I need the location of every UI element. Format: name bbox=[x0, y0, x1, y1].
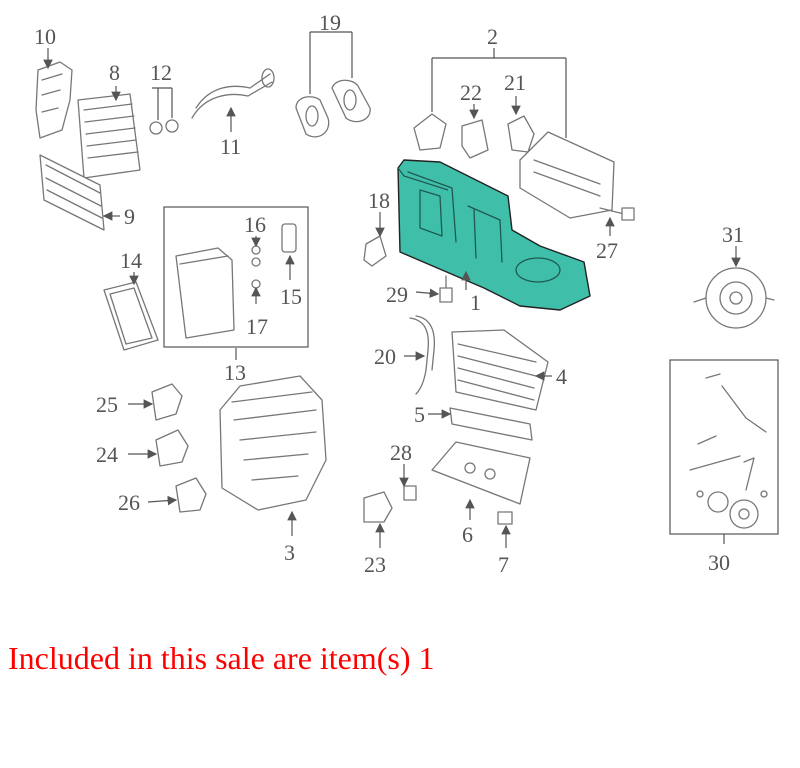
part-29-plug bbox=[439, 275, 453, 303]
parts-diagram: 10 8 12 11 19 2 22 21 9 18 16 27 14 31 2… bbox=[34, 10, 779, 577]
part-27-screw bbox=[599, 207, 635, 221]
label-26: 26 bbox=[118, 490, 140, 515]
label-30: 30 bbox=[708, 550, 730, 575]
part-6-tray bbox=[431, 441, 531, 505]
part-25-actuator bbox=[151, 383, 183, 421]
part-9-evaporator bbox=[39, 154, 105, 231]
label-27: 27 bbox=[596, 238, 618, 263]
label-16: 16 bbox=[244, 212, 266, 237]
part-2-pieces bbox=[413, 113, 615, 219]
label-22: 22 bbox=[460, 80, 482, 105]
part-15-valve bbox=[281, 223, 297, 253]
part-3-housing bbox=[219, 375, 327, 511]
label-28: 28 bbox=[390, 440, 412, 465]
label-3: 3 bbox=[284, 540, 295, 565]
part-14-filter bbox=[103, 281, 159, 351]
part-18-bracket bbox=[363, 235, 387, 267]
part-20-hose bbox=[409, 315, 436, 395]
part-8-heater-core bbox=[77, 93, 141, 179]
part-30-box bbox=[669, 359, 779, 535]
label-17: 17 bbox=[246, 314, 268, 339]
leader-lines bbox=[43, 31, 741, 548]
label-10: 10 bbox=[34, 24, 56, 49]
label-18: 18 bbox=[368, 188, 390, 213]
part-30-linkages bbox=[689, 373, 768, 529]
part-13-cartridge bbox=[175, 247, 235, 339]
part-1-highlighted-housing bbox=[397, 159, 591, 311]
part-19-gaskets bbox=[295, 79, 371, 138]
part-10-bracket bbox=[35, 61, 73, 139]
part-12-orings bbox=[149, 119, 179, 135]
part-24-actuator bbox=[155, 429, 189, 467]
part-13-box bbox=[163, 206, 309, 348]
part-5-strip bbox=[449, 407, 533, 441]
label-13: 13 bbox=[224, 360, 246, 385]
sale-caption: Included in this sale are item(s) 1 bbox=[8, 640, 435, 676]
part-31-blower bbox=[693, 267, 775, 329]
label-29: 29 bbox=[386, 282, 408, 307]
part-16-17-seals bbox=[251, 245, 261, 289]
label-9: 9 bbox=[124, 204, 135, 229]
label-11: 11 bbox=[220, 134, 241, 159]
label-1: 1 bbox=[470, 290, 481, 315]
part-4-core bbox=[451, 329, 549, 411]
label-15: 15 bbox=[280, 284, 302, 309]
label-25: 25 bbox=[96, 392, 118, 417]
part-11-pipe bbox=[191, 68, 275, 119]
part-7-nut bbox=[497, 511, 513, 525]
label-24: 24 bbox=[96, 442, 118, 467]
part-23-sensor bbox=[363, 491, 393, 523]
label-2: 2 bbox=[487, 24, 498, 49]
label-31: 31 bbox=[722, 222, 744, 247]
label-5: 5 bbox=[414, 402, 425, 427]
label-6: 6 bbox=[462, 522, 473, 547]
part-28-connector bbox=[403, 485, 417, 501]
label-20: 20 bbox=[374, 344, 396, 369]
label-14: 14 bbox=[120, 248, 142, 273]
label-8: 8 bbox=[109, 60, 120, 85]
label-21: 21 bbox=[504, 70, 526, 95]
label-12: 12 bbox=[150, 60, 172, 85]
callout-labels: 10 8 12 11 19 2 22 21 9 18 16 27 14 31 2… bbox=[34, 10, 744, 577]
label-7: 7 bbox=[498, 552, 509, 577]
part-26-actuator bbox=[175, 477, 207, 513]
label-4: 4 bbox=[556, 364, 567, 389]
part-1-shape bbox=[397, 159, 591, 311]
label-19: 19 bbox=[319, 10, 341, 35]
label-23: 23 bbox=[364, 552, 386, 577]
